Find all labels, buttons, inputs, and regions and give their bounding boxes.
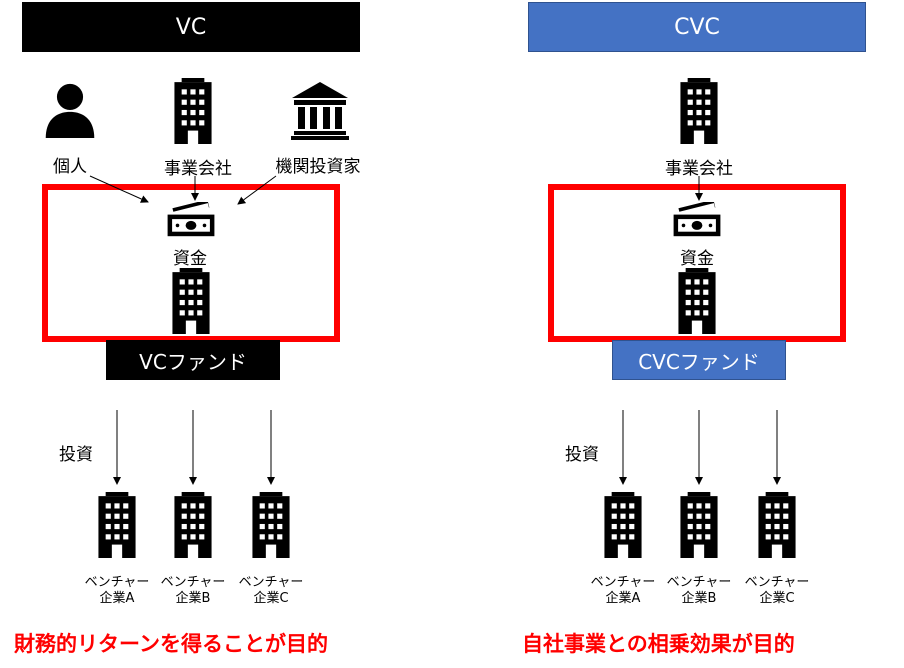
arrow-individual-to-fund xyxy=(89,175,149,203)
vc-venture-a: ベンチャー 企業A xyxy=(72,575,162,607)
venture-label-line2: 企業A xyxy=(605,591,641,606)
venture-label-line1: ベンチャー xyxy=(160,575,226,590)
vc-purpose-footer: 財務的リターンを得ることが目的 xyxy=(14,632,328,656)
cvc-investor-label-corporation: 事業会社 xyxy=(665,159,733,179)
investor-label-individual: 個人 xyxy=(53,157,87,177)
vc-invest-label: 投資 xyxy=(59,445,93,465)
cvc-venture-a: ベンチャー 企業A xyxy=(578,575,668,607)
arrow-institutional-to-fund xyxy=(237,175,277,205)
vc-fund-label: VCファンド xyxy=(139,349,247,374)
venture-label-line2: 企業C xyxy=(759,591,795,606)
vc-venture-b: ベンチャー 企業B xyxy=(148,575,238,607)
investor-label-corporation: 事業会社 xyxy=(164,159,232,179)
cvc-fund-frame xyxy=(548,184,846,342)
venture-label-line1: ベンチャー xyxy=(666,575,732,590)
venture-label-line2: 企業A xyxy=(99,591,135,606)
venture-label-line2: 企業B xyxy=(175,591,211,606)
venture-label-line1: ベンチャー xyxy=(84,575,150,590)
venture-label-line1: ベンチャー xyxy=(744,575,810,590)
vc-fund-money-label: 資金 xyxy=(173,249,207,269)
cvc-fund-label: CVCファンド xyxy=(638,349,760,374)
cvc-invest-label: 投資 xyxy=(565,445,599,465)
vc-header-label: VC xyxy=(175,14,207,40)
cvc-purpose-footer: 自社事業との相乗効果が目的 xyxy=(522,632,795,656)
venture-label-line2: 企業C xyxy=(253,591,289,606)
cvc-header: CVC xyxy=(528,2,866,52)
cvc-venture-b: ベンチャー 企業B xyxy=(654,575,744,607)
venture-label-line1: ベンチャー xyxy=(238,575,304,590)
vc-fund-frame xyxy=(42,184,340,342)
investor-label-institutional: 機関投資家 xyxy=(275,157,361,177)
vc-venture-c: ベンチャー 企業C xyxy=(226,575,316,607)
venture-label-line2: 企業B xyxy=(681,591,717,606)
vc-fund-box: VCファンド xyxy=(106,340,280,380)
cvc-fund-money-label: 資金 xyxy=(680,249,714,269)
cvc-fund-box: CVCファンド xyxy=(612,340,786,380)
venture-label-line1: ベンチャー xyxy=(590,575,656,590)
cvc-venture-c: ベンチャー 企業C xyxy=(732,575,822,607)
cvc-header-label: CVC xyxy=(674,14,720,40)
vc-header: VC xyxy=(22,2,360,52)
